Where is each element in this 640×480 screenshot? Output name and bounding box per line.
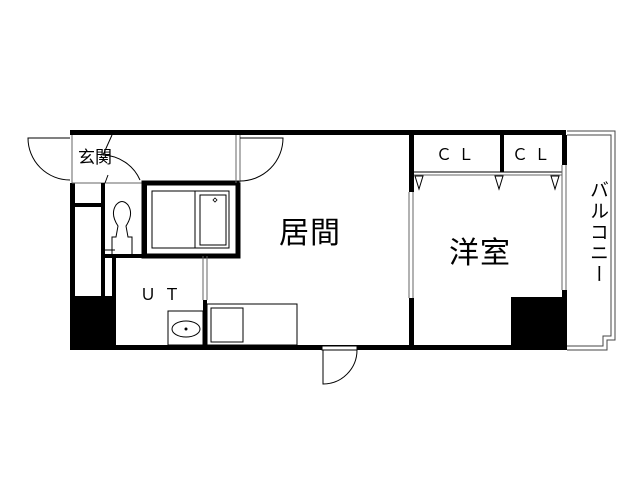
bathtub-room — [141, 180, 241, 259]
washbasin-counter — [167, 310, 204, 346]
pipe-shaft-right — [511, 297, 565, 350]
room-label-balcony: バルコニー — [587, 180, 609, 285]
outer-wall-top — [70, 130, 566, 135]
washbasin — [171, 320, 201, 338]
balcony-outline — [567, 130, 616, 351]
room-label-genkan: 玄関 — [78, 148, 112, 168]
entry-door — [27, 137, 71, 181]
pipe-shaft-left — [70, 296, 116, 350]
balcony-side-door — [322, 349, 358, 385]
outer-wall-left — [70, 183, 75, 350]
toilet-fixture — [111, 201, 133, 254]
room-label-western: 洋室 — [449, 236, 511, 271]
outer-wall-bottom — [70, 345, 566, 350]
room-label-closet-1: ＣＬ — [436, 145, 481, 164]
room-label-living: 居間 — [279, 216, 341, 251]
kitchen-sink — [210, 307, 244, 343]
bathtub — [199, 194, 227, 246]
kitchen-counter — [206, 303, 298, 346]
room-label-unit-toilet: ＵＴ — [140, 285, 189, 304]
room-label-closet-2: ＣＬ — [512, 145, 557, 164]
living-door — [239, 137, 284, 182]
